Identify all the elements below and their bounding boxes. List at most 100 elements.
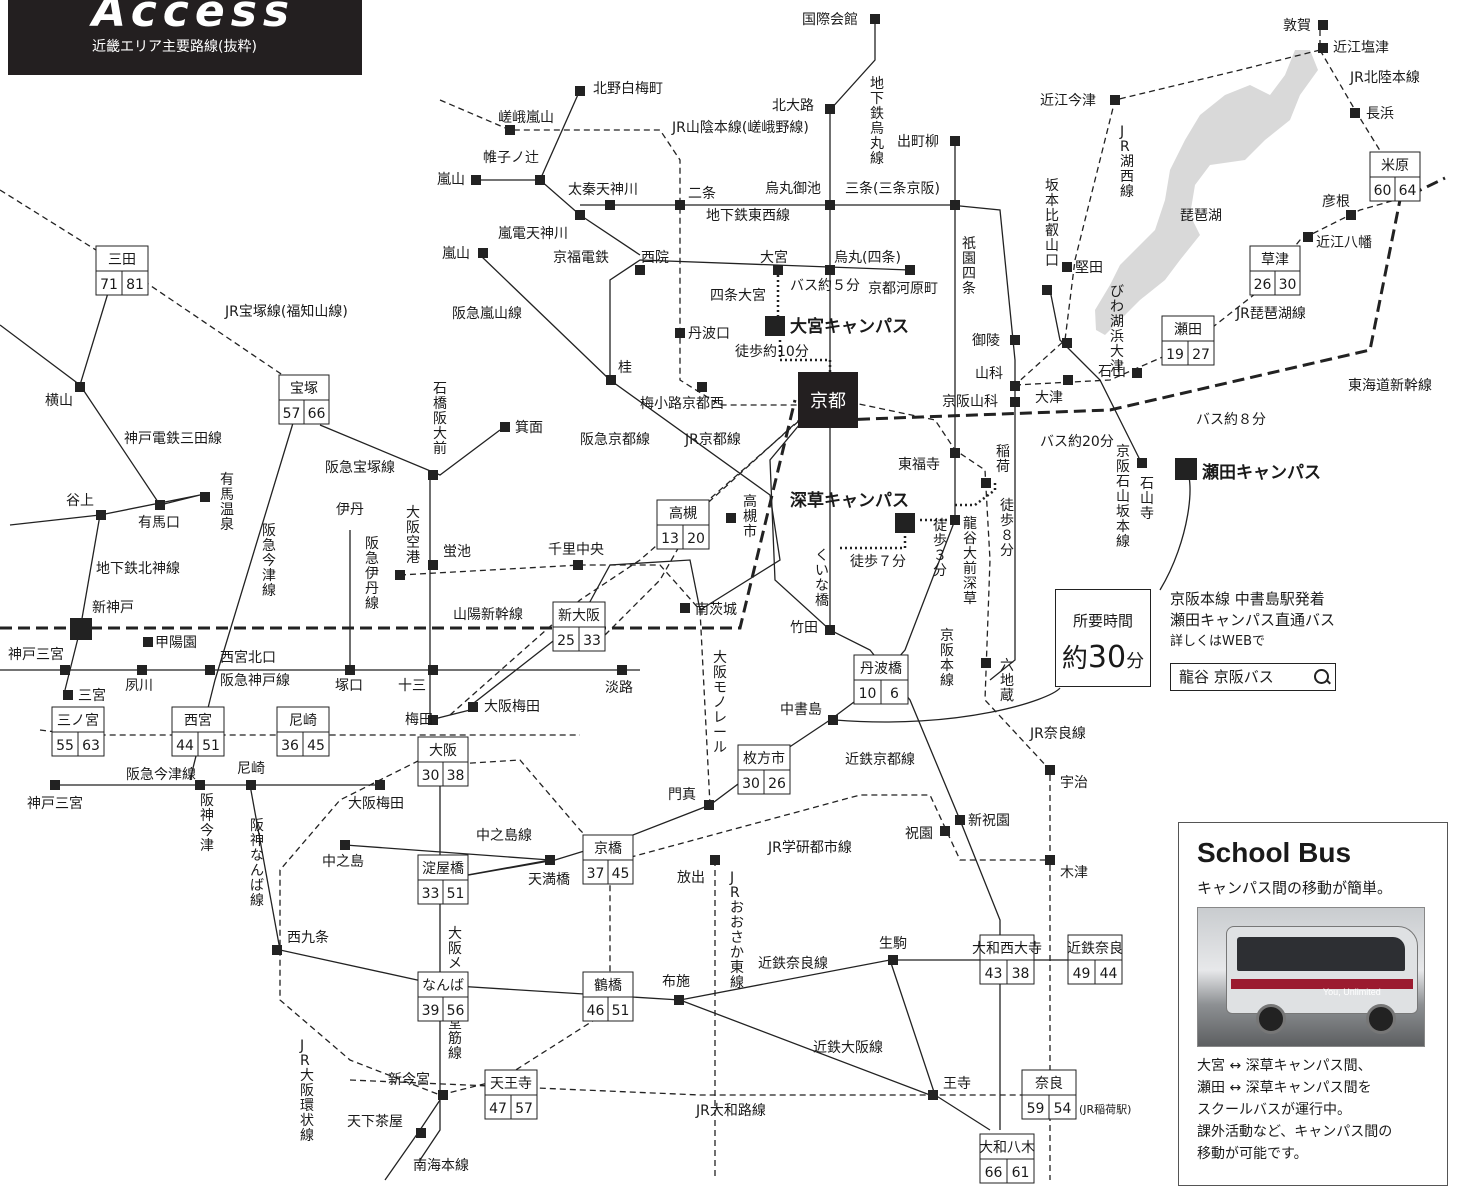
- station-label: 祝園: [905, 826, 933, 842]
- station-marker: [617, 665, 627, 675]
- station-label: 嵯峨嵐山: [498, 110, 554, 126]
- station-box-number: 46: [587, 1003, 605, 1019]
- station-marker: [438, 1090, 448, 1100]
- kyoto-label: 京都: [810, 391, 846, 412]
- station-box-frame: [417, 971, 469, 998]
- station-marker: [1318, 20, 1328, 30]
- bus-logo-text: You, Unlimited: [1323, 987, 1381, 997]
- line-label: 阪急宝塚線: [325, 460, 395, 476]
- station-box-number: 81: [126, 277, 144, 293]
- station-marker: [1346, 210, 1356, 220]
- vertical-label: 大阪空港: [406, 505, 420, 566]
- school-bus-panel: School Bus キャンパス間の移動が簡単。 You, Unlimited …: [1178, 822, 1448, 1186]
- station-label: 梅小路京都西: [640, 396, 724, 412]
- lake-biwa: [1095, 50, 1318, 335]
- station-label: 北大路: [772, 98, 814, 114]
- station-box-frame: [417, 854, 469, 881]
- station-box-name: 大和西大寺: [972, 941, 1042, 957]
- line-label: JR宝塚線(福知山線): [224, 303, 348, 320]
- station-box-number: 19: [1166, 347, 1184, 363]
- station-marker: [70, 618, 92, 640]
- station-box-number: 47: [489, 1101, 507, 1117]
- line-label: 阪急京都線: [580, 432, 650, 448]
- station-marker: [950, 136, 960, 146]
- jr-kyoto-line-2: [449, 419, 801, 716]
- station-box-name: 大阪: [429, 743, 457, 759]
- station-marker: [1303, 232, 1313, 242]
- station-label: 神戸三宮: [8, 647, 64, 663]
- station-box-name: 三ノ宮: [57, 713, 99, 729]
- station-box-number: 33: [583, 633, 601, 649]
- fukakusa-campus-label: 深草キャンパス: [790, 490, 909, 511]
- station-marker: [468, 702, 478, 712]
- station-box-number: 44: [176, 738, 194, 754]
- station-box-number: 30: [742, 776, 760, 792]
- station-marker: [1010, 335, 1020, 345]
- station-label: 新神戸: [92, 600, 134, 616]
- travel-time-unit: 分: [1126, 651, 1145, 672]
- vertical-label: 六地蔵: [1000, 658, 1014, 704]
- station-box-number: 49: [1073, 966, 1091, 982]
- omiya-walk-link: [778, 340, 832, 375]
- station-marker: [1042, 285, 1052, 295]
- station-marker: [870, 14, 880, 24]
- station-label: 石山: [1098, 364, 1126, 380]
- station-label: 横山: [45, 393, 73, 409]
- station-marker: [825, 265, 835, 275]
- station-label: 嵐山: [437, 172, 465, 188]
- line-label: JR京都線: [684, 432, 741, 448]
- station-box-frame: [1369, 151, 1421, 178]
- station-marker: [905, 265, 915, 275]
- station-label: 箕面: [515, 419, 543, 436]
- station-marker: [573, 560, 583, 570]
- station-box-number: 38: [1012, 966, 1030, 982]
- station-marker: [1062, 262, 1072, 272]
- station-box-name: 瀬田: [1174, 322, 1202, 338]
- station-marker: [1063, 375, 1073, 385]
- line-label: JR大和路線: [695, 1103, 766, 1119]
- station-marker: [75, 382, 85, 392]
- monorail: [399, 564, 711, 806]
- station-label: 淡路: [605, 680, 633, 696]
- station-label: 西九条: [287, 929, 329, 946]
- vertical-label: 祇園四条: [962, 236, 976, 297]
- station-label: 有馬口: [138, 515, 180, 531]
- desc-line: 移動が可能です。: [1197, 1146, 1308, 1162]
- page-subtitle: 近畿エリア主要路線(抜粋): [92, 39, 257, 55]
- station-marker: [1045, 765, 1055, 775]
- nara-note: (JR稲荷駅): [1079, 1103, 1131, 1116]
- station-box-frame: [171, 706, 225, 733]
- station-box-name: 奈良: [1035, 1076, 1063, 1092]
- station-label: 大宮: [760, 250, 788, 266]
- station-label: 北野白梅町: [593, 81, 663, 97]
- station-label: 中之島: [322, 854, 364, 870]
- station-box-name: 天王寺: [490, 1076, 532, 1092]
- vertical-label: 阪神今津: [200, 793, 214, 854]
- station-label: 嵐山: [442, 246, 470, 262]
- station-marker: [1318, 43, 1328, 53]
- station-label: 門真: [668, 787, 696, 803]
- station-label: 太秦天神川: [568, 182, 638, 198]
- station-label: 京都河原町: [868, 281, 938, 297]
- line-label: 神戸電鉄三田線: [124, 431, 222, 447]
- station-label: 帷子ノ辻: [483, 150, 539, 166]
- station-marker: [63, 690, 73, 700]
- station-box-number: 51: [612, 1003, 630, 1019]
- station-marker: [143, 637, 153, 647]
- station-label: 夙川: [125, 678, 153, 694]
- station-marker: [428, 470, 438, 480]
- station-label: 三宮: [78, 688, 106, 704]
- station-marker: [272, 945, 282, 955]
- station-box-name: 高槻: [669, 505, 697, 522]
- station-marker: [575, 86, 585, 96]
- keihan-bus-search[interactable]: 龍谷 京阪バス: [1170, 663, 1336, 691]
- station-box-number: 54: [1054, 1101, 1072, 1117]
- station-marker: [60, 665, 70, 675]
- vertical-label: 京阪本線: [940, 628, 954, 689]
